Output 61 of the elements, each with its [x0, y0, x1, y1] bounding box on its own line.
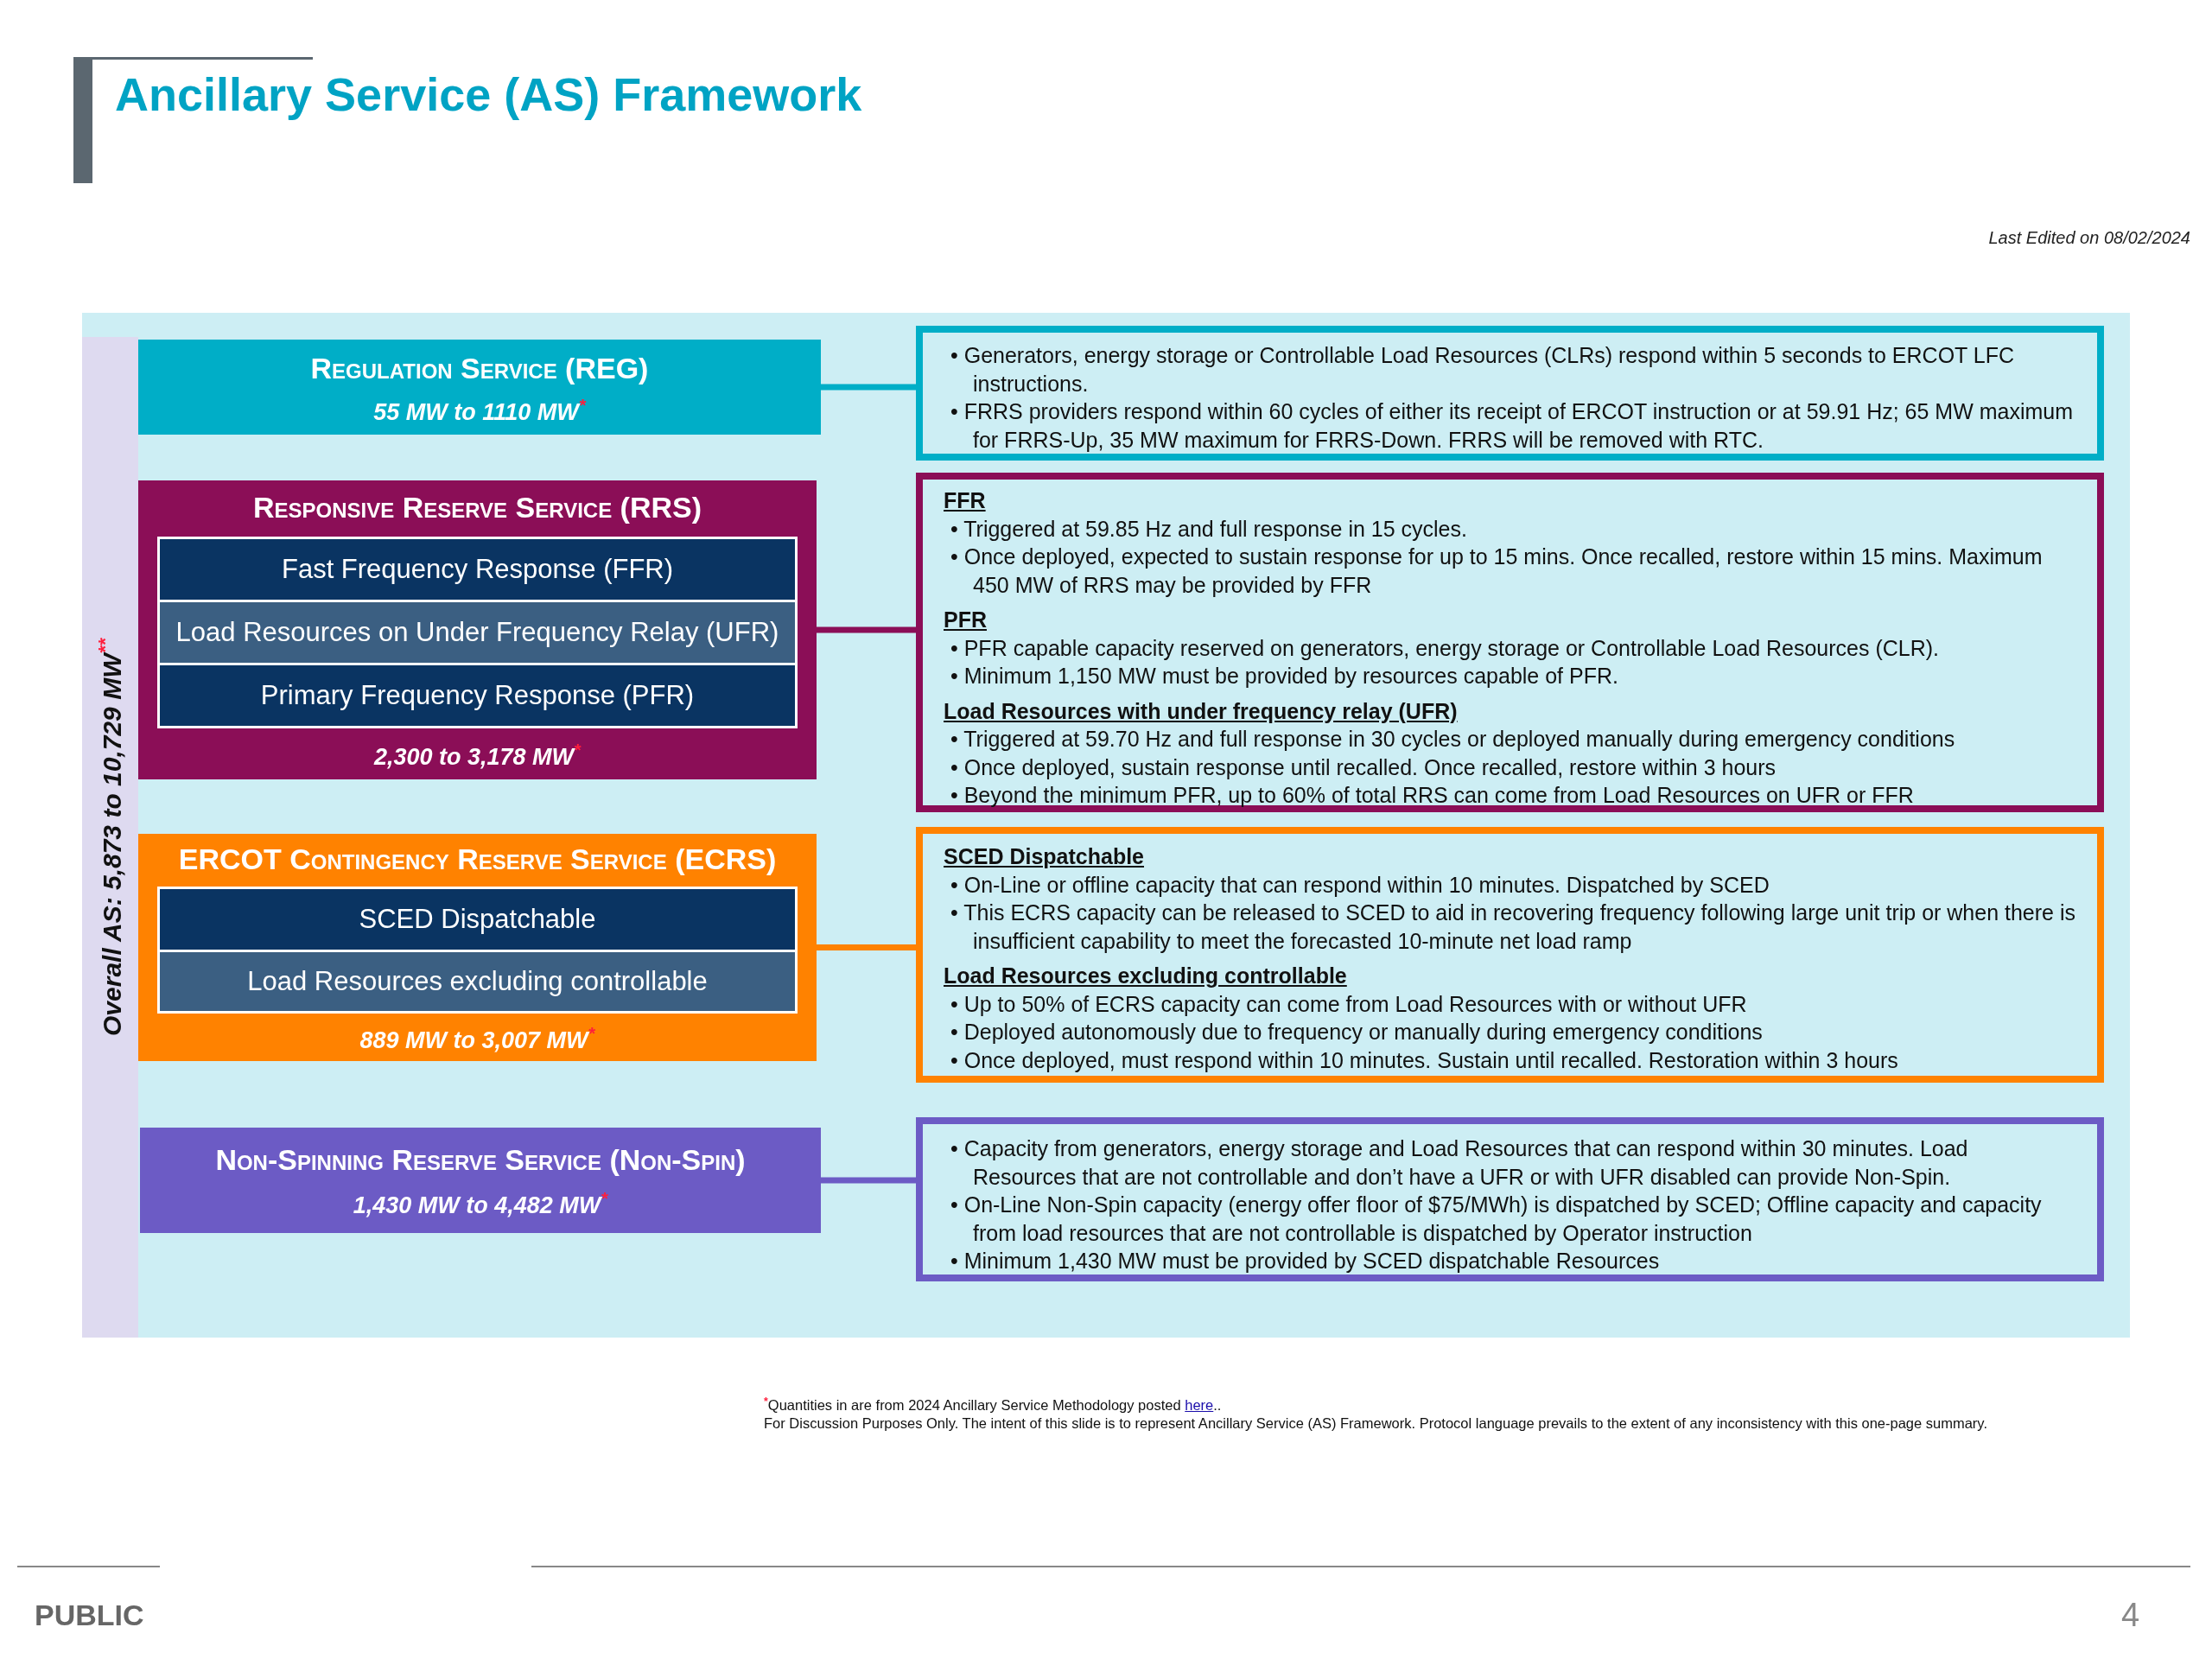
- service-title: Regulation Service (REG): [310, 352, 649, 385]
- disclaimer-text: For Discussion Purposes Only. The intent of this slide is to represent Ancillary Service (AS) Framework. Protocol language prevails to the extent of any inconsistency with this one-page summary.: [764, 1415, 1987, 1432]
- bullet-text: • Minimum 1,150 MW must be provided by resources capable of PFR.: [950, 663, 1619, 690]
- sub-service-box: [160, 952, 795, 1011]
- bullet-text: • On-Line Non-Spin capacity (energy offer floor of $75/MWh) is dispatched by SCED; Offline capacity and capacity from load resources that are not controllable is dispatched by Operator instruction: [950, 1192, 2043, 1247]
- sub-service-label: Load Resources excluding controllable: [246, 967, 709, 996]
- service-box: [138, 480, 817, 779]
- section-heading: PFR: [944, 607, 988, 633]
- service-title: Responsive Reserve Service (RRS): [252, 491, 702, 524]
- bullet-text: • On-Line or offline capacity that can respond within 10 minutes. Dispatched by SCED: [950, 871, 1770, 899]
- description-box: [916, 326, 2104, 461]
- bullet-text: • Triggered at 59.70 Hz and full response in 30 cycles or deployed manually during emergency conditions: [950, 726, 1956, 753]
- connector-line: [821, 1177, 916, 1184]
- section-heading: Load Resources excluding controllable: [944, 963, 1348, 989]
- bullet-text: • Once deployed, must respond within 10 minutes. Sustain until recalled. Restoration within 3 hours: [950, 1046, 1899, 1074]
- sub-service-label: Primary Frequency Response (PFR): [259, 681, 696, 710]
- sub-service-box: [160, 889, 795, 950]
- description-box: [916, 827, 2104, 1083]
- capacity-range: 55 MW to 1110 MW$^{*}$: [373, 396, 586, 426]
- service-box: [138, 340, 821, 435]
- bullet-text: • This ECRS capacity can be released to SCED to aid in recovering frequency following large unit trip or when there is insufficient capability to meet the forecasted 10-minute net load ramp: [950, 899, 2076, 955]
- slide-title: Ancillary Service (AS) Framework: [115, 67, 862, 121]
- classification-label: PUBLIC: [35, 1599, 144, 1632]
- bullet-text: • FRRS providers respond within 60 cycles of either its receipt of ERCOT instruction or at 59.91 Hz; 65 MW maximum for FRRS-Up, 35 MW maximum for FRRS-Down. FRRS will be removed with RTC.: [950, 398, 2075, 454]
- capacity-range: 1,430 MW to 4,482 MW$^{*}$: [353, 1189, 608, 1219]
- section-heading: Load Resources with under frequency relay (UFR): [944, 697, 1459, 725]
- capacity-range: 2,300 to 3,178 MW$^{*}$: [374, 741, 581, 771]
- footnote-link: here: [1185, 1396, 1214, 1413]
- sub-service-box: [160, 539, 795, 600]
- service-title: Non-Spinning Reserve Service (Non-Spin): [215, 1143, 746, 1177]
- bullet-text: • PFR capable capacity reserved on generators, energy storage or Controllable Load Resources (CLR).: [950, 634, 1941, 662]
- service-box: [138, 834, 817, 1061]
- sub-service-box: [160, 665, 795, 726]
- bullet-text: • Up to 50% of ECRS capacity can come from Load Resources with or without UFR: [950, 990, 1748, 1018]
- bullet-text: • Once deployed, expected to sustain response for up to 15 mins. Once recalled, restore within 15 mins. Maximum 450 MW of RRS may be provided by FFR: [950, 543, 2044, 599]
- description-box: [916, 1117, 2104, 1281]
- bullet-text: • Beyond the minimum PFR, up to 60% of total RRS can come from Load Resources on UFR or FFR: [950, 782, 1915, 809]
- connector-line: [817, 626, 916, 633]
- bullet-text: • Deployed autonomously due to frequency or manually during emergency conditions: [950, 1019, 1764, 1046]
- section-heading: FFR: [944, 487, 987, 514]
- sub-service-label: Fast Frequency Response (FFR): [280, 555, 675, 584]
- sub-service-label: SCED Dispatchable: [358, 905, 597, 934]
- bullet-text: • Generators, energy storage or Controllable Load Resources (CLRs) respond within 5 seconds to ERCOT LFC instructions.: [950, 342, 2016, 397]
- capacity-range: 889 MW to 3,007 MW$^{*}$: [359, 1024, 595, 1054]
- bullet-text: • Capacity from generators, energy storage and Load Resources that can respond within 30 minutes. Load Resources that are not controllable and don’t have a UFR or with UFR disabled can provide Non-Spin.: [950, 1135, 1969, 1191]
- bullet-text: • Triggered at 59.85 Hz and full response in 15 cycles.: [950, 515, 1468, 543]
- footnote-text: $^{*}$Quantities in are from 2024 Ancillary Service Methodology posted: [764, 1396, 1181, 1413]
- footnote-punctuation: ..: [1213, 1396, 1222, 1413]
- bullet-text: • Minimum 1,430 MW must be provided by SCED dispatchable Resources: [950, 1248, 1661, 1274]
- page-number: 4: [2121, 1597, 2140, 1634]
- connector-line: [817, 944, 916, 950]
- total-band: [82, 337, 138, 1338]
- section-heading: SCED Dispatchable: [944, 843, 1145, 870]
- description-box: [916, 473, 2104, 812]
- service-title: ERCOT Contingency Reserve Service (ECRS): [178, 842, 777, 876]
- sub-service-box: [160, 602, 795, 663]
- sub-service-label: Load Resources on Under Frequency Relay (UFR): [175, 618, 780, 647]
- bullet-text: • Once deployed, sustain response until recalled. Once recalled, restore within 3 hours: [950, 753, 1777, 781]
- connector-line: [821, 384, 916, 391]
- edit-date-note: Last Edited on 08/02/2024: [1988, 228, 2190, 248]
- service-box: [140, 1128, 821, 1233]
